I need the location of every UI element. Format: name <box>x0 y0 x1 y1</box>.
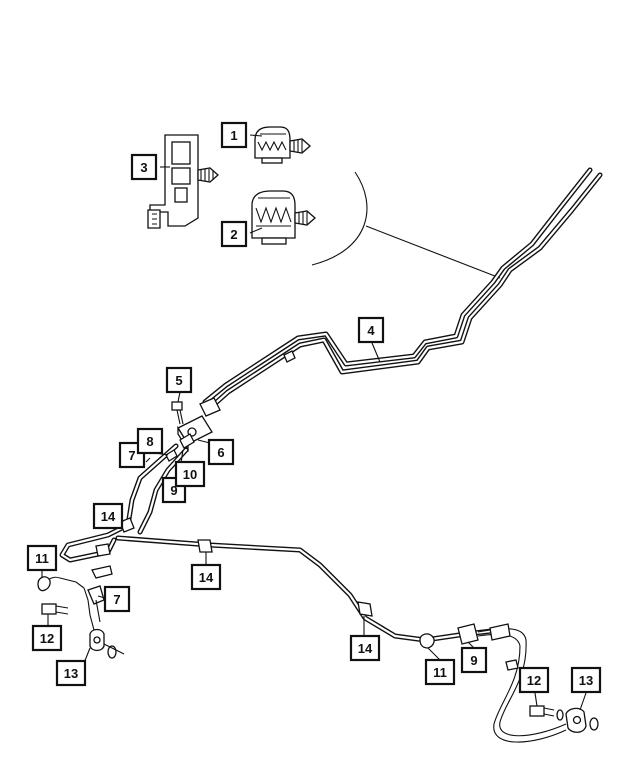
brake-tube-front <box>59 433 503 643</box>
callout-6: 6 <box>207 438 235 466</box>
callout-10: 10 <box>174 460 206 488</box>
callout-11-left: 11 <box>26 544 58 572</box>
svg-text:11: 11 <box>35 551 49 566</box>
callout-7-lower: 7 <box>103 585 131 613</box>
brake-hose-left-front <box>37 565 125 659</box>
svg-text:6: 6 <box>217 445 224 460</box>
clip-part-2 <box>251 190 316 245</box>
callout-13-left: 13 <box>55 659 87 687</box>
svg-text:8: 8 <box>146 434 153 449</box>
svg-text:9: 9 <box>470 653 477 668</box>
callout-14-middle: 14 <box>190 563 222 591</box>
clip-detail-group <box>147 126 501 279</box>
callout-14-lower-right: 14 <box>349 634 381 662</box>
svg-text:3: 3 <box>140 160 147 175</box>
svg-text:10: 10 <box>183 467 197 482</box>
bolt-part-5 <box>171 401 184 425</box>
svg-text:14: 14 <box>358 641 373 656</box>
clip-part-14-instances <box>95 517 373 617</box>
callout-4: 4 <box>357 316 385 344</box>
clip-part-1 <box>254 126 311 164</box>
svg-text:12: 12 <box>40 631 54 646</box>
svg-text:1: 1 <box>230 128 237 143</box>
brake-hose-right-rear <box>419 623 599 743</box>
callout-5: 5 <box>165 366 193 394</box>
callout-12-left: 12 <box>31 624 63 652</box>
callout-14-upper-left: 14 <box>92 502 124 530</box>
svg-text:5: 5 <box>175 373 182 388</box>
brake-tube-rear <box>199 167 603 417</box>
svg-text:2: 2 <box>230 227 237 242</box>
svg-text:13: 13 <box>579 673 593 688</box>
callout-2: 2 <box>220 220 248 248</box>
bracket-clip-part-3 <box>147 134 219 229</box>
callout-13-right: 13 <box>570 666 602 694</box>
svg-text:7: 7 <box>113 592 120 607</box>
callout-12-right: 12 <box>518 666 550 694</box>
callout-8: 8 <box>136 427 164 455</box>
callout-1: 1 <box>220 121 248 149</box>
svg-text:12: 12 <box>527 673 541 688</box>
svg-text:9: 9 <box>170 483 177 498</box>
leader-lines <box>41 134 587 711</box>
callout-11-right: 11 <box>424 658 456 686</box>
svg-text:4: 4 <box>367 323 375 338</box>
svg-text:14: 14 <box>199 570 214 585</box>
detail-view-arc <box>311 171 368 266</box>
svg-text:13: 13 <box>64 666 78 681</box>
callout-labels: 1 2 3 4 5 6 7 8 9 10 14 11 7 14 12 13 14… <box>26 121 602 694</box>
callout-3: 3 <box>130 153 158 181</box>
svg-text:7: 7 <box>128 448 135 463</box>
callout-9-right: 9 <box>460 646 488 674</box>
svg-text:11: 11 <box>433 665 447 680</box>
svg-text:14: 14 <box>101 509 116 524</box>
